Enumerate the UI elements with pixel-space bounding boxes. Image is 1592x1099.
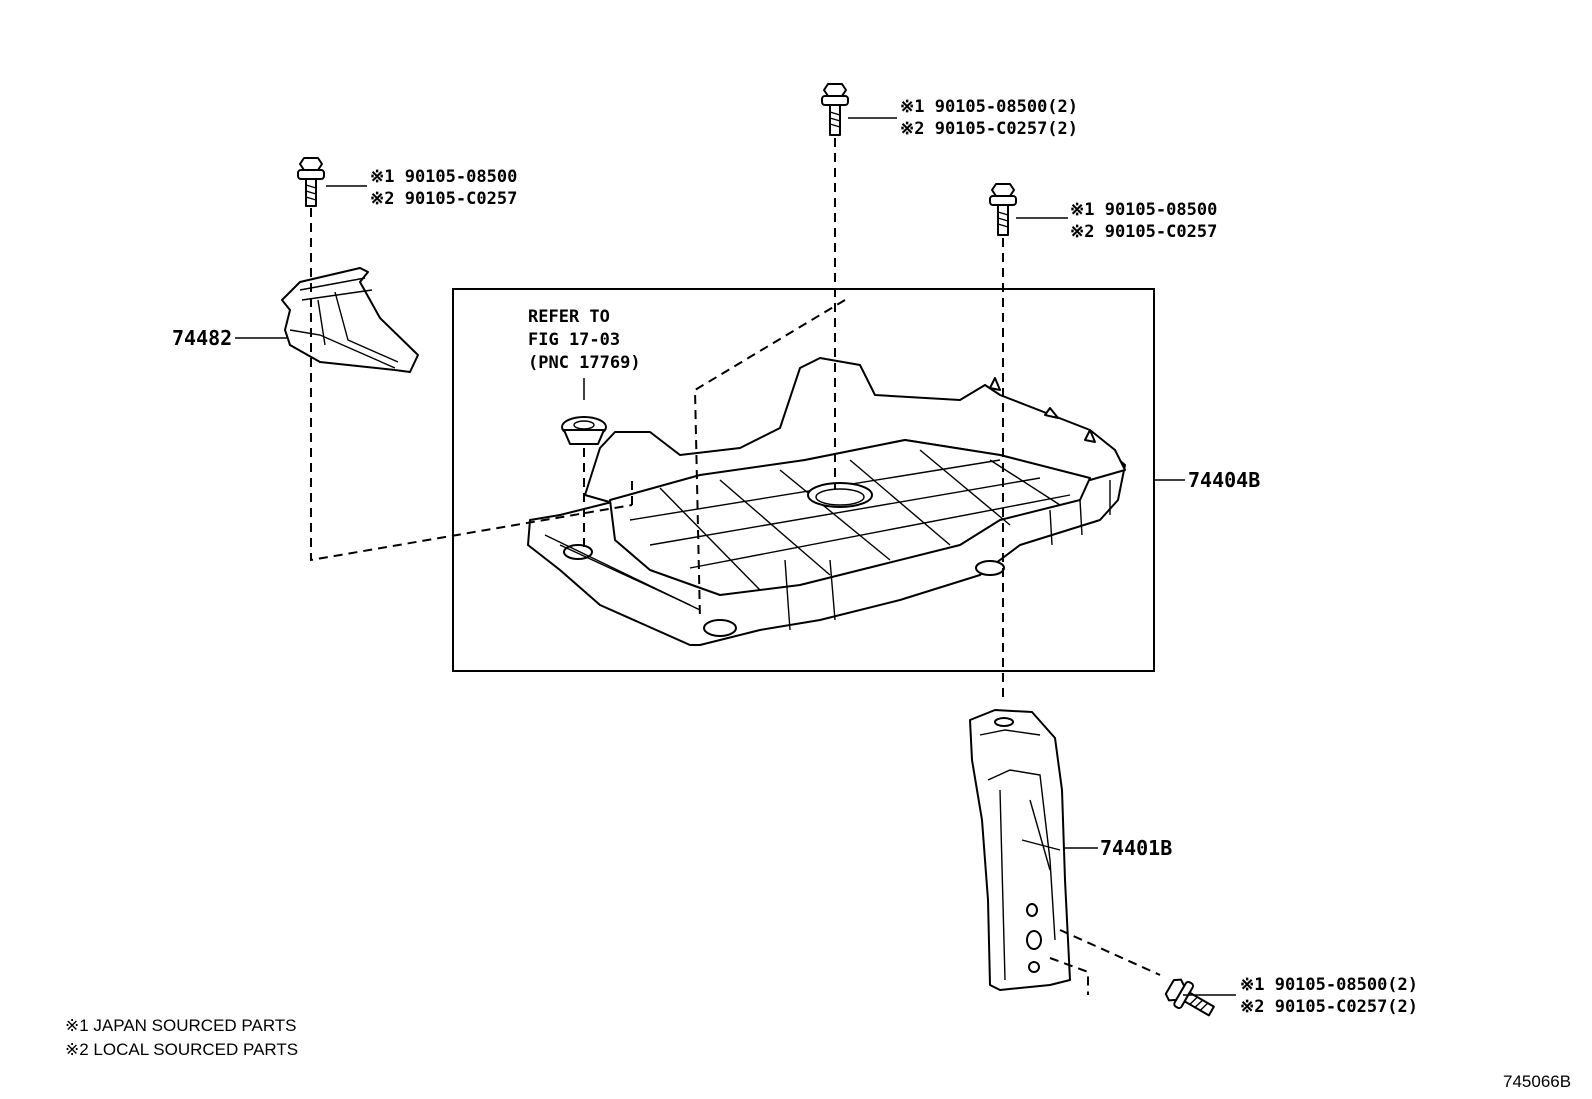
bolt-left-label-2: ※2 90105-C0257 [370, 189, 517, 209]
bolt-right-label-2: ※2 90105-C0257 [1070, 222, 1217, 242]
refer-line-3: (PNC 17769) [528, 353, 641, 373]
legend-line-2: ※2 LOCAL SOURCED PARTS [65, 1040, 298, 1059]
grommet-illustration [561, 416, 607, 445]
bolt-bottom-label-2: ※2 90105-C0257(2) [1240, 997, 1418, 1017]
bolt-right-label-1: ※1 90105-08500 [1070, 200, 1217, 220]
bolt-top-label-1: ※1 90105-08500(2) [900, 97, 1078, 117]
bolt-bottom-label-1: ※1 90105-08500(2) [1240, 975, 1418, 995]
refer-line-1: REFER TO [528, 307, 610, 327]
bolt-top-icon [821, 83, 849, 136]
legend-line-1: ※1 JAPAN SOURCED PARTS [65, 1016, 297, 1035]
illustration-id: 745066B [1503, 1072, 1571, 1091]
bolt-left-icon [297, 157, 325, 207]
alignment-lines [310, 138, 1161, 995]
bolt-left-label-1: ※1 90105-08500 [370, 167, 517, 187]
bolt-bottom-icon [1164, 978, 1215, 1017]
bracket-illustration [281, 267, 419, 373]
part-number-bracket: 74482 [172, 326, 232, 350]
bolt-top-label-2: ※2 90105-C0257(2) [900, 119, 1078, 139]
refer-line-2: FIG 17-03 [528, 330, 620, 350]
tray-frame [452, 288, 1155, 672]
bolt-right-icon [989, 183, 1017, 236]
battery-tray-illustration [527, 357, 1126, 646]
leader-lines [235, 117, 1236, 996]
part-number-tray: 74404B [1188, 468, 1260, 492]
part-number-support: 74401B [1100, 836, 1172, 860]
support-illustration [969, 709, 1071, 991]
